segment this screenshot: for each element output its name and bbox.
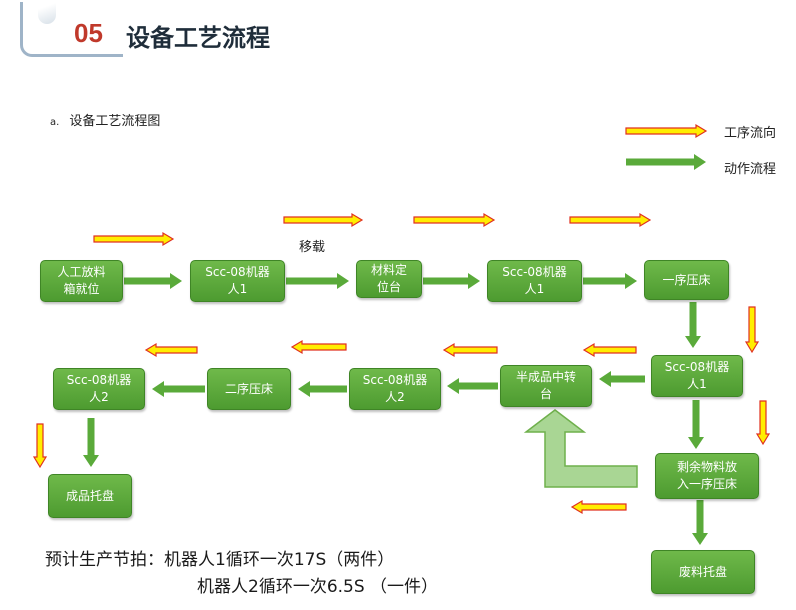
process-arrow-2	[283, 212, 364, 228]
process-arrow-9	[290, 339, 347, 355]
header-bracket-decoration	[20, 2, 123, 57]
process-arrow-4	[569, 212, 652, 228]
process-arrow-11	[32, 423, 48, 469]
node-press-2: 二序压床	[207, 368, 291, 410]
legend-action-arrow	[626, 154, 706, 170]
node-material-position: 材料定位台	[356, 260, 422, 298]
node-remaining-material: 剩余物料放入一序压床	[655, 453, 759, 499]
action-arrow-6	[599, 371, 645, 387]
action-arrow-1	[124, 273, 182, 289]
section-number: 05	[74, 18, 103, 48]
node-press-1: 一序压床	[644, 260, 729, 300]
action-arrow-3	[423, 273, 480, 289]
process-arrow-5	[744, 306, 760, 354]
subtitle-bullet: a.	[50, 117, 60, 128]
node-robot1-first: Scc-08机器人1	[190, 260, 285, 302]
return-arrow-to-turntable	[523, 409, 638, 488]
diagram-subtitle: a. 设备工艺流程图	[50, 110, 160, 129]
node-semi-turntable: 半成品中转台	[500, 365, 592, 407]
page-title: 设备工艺流程	[126, 24, 270, 52]
process-arrow-12	[570, 499, 627, 515]
cycle-time-line-2: 机器人2循环一次6.5S （一件）	[197, 577, 439, 597]
header-swoosh-decoration	[38, 0, 56, 24]
legend-process-arrow	[625, 123, 708, 139]
node-robot2-second: Scc-08机器人2	[53, 368, 145, 410]
action-arrow-5	[685, 302, 701, 348]
legend-action-label: 动作流程	[724, 162, 777, 177]
action-arrow-9	[152, 381, 205, 397]
action-arrow-10	[83, 418, 99, 467]
action-arrow-7	[447, 378, 498, 394]
action-arrow-8	[298, 381, 347, 397]
legend-process-label: 工序流向	[724, 126, 777, 141]
node-waste-tray: 废料托盘	[651, 550, 755, 594]
node-robot2-first: Scc-08机器人2	[349, 368, 441, 410]
action-arrow-12	[692, 500, 708, 545]
node-robot1-third: Scc-08机器人1	[651, 355, 743, 397]
action-arrow-4	[583, 273, 637, 289]
process-arrow-10	[144, 342, 198, 358]
action-arrow-11	[688, 400, 704, 449]
cycle-time-line-1: 预计生产节拍：机器人1循环一次17S（两件）	[45, 550, 395, 570]
process-arrow-8	[442, 342, 498, 358]
process-arrow-1	[93, 231, 175, 247]
subtitle-text: 设备工艺流程图	[69, 114, 161, 129]
process-arrow-6	[755, 400, 771, 446]
action-arrow-2	[286, 273, 349, 289]
node-robot1-second: Scc-08机器人1	[487, 260, 582, 302]
node-manual-load: 人工放料箱就位	[40, 260, 123, 302]
transfer-label: 移载	[299, 240, 326, 255]
node-finished-tray: 成品托盘	[48, 474, 132, 518]
process-arrow-3	[413, 212, 496, 228]
process-arrow-7	[582, 342, 637, 358]
